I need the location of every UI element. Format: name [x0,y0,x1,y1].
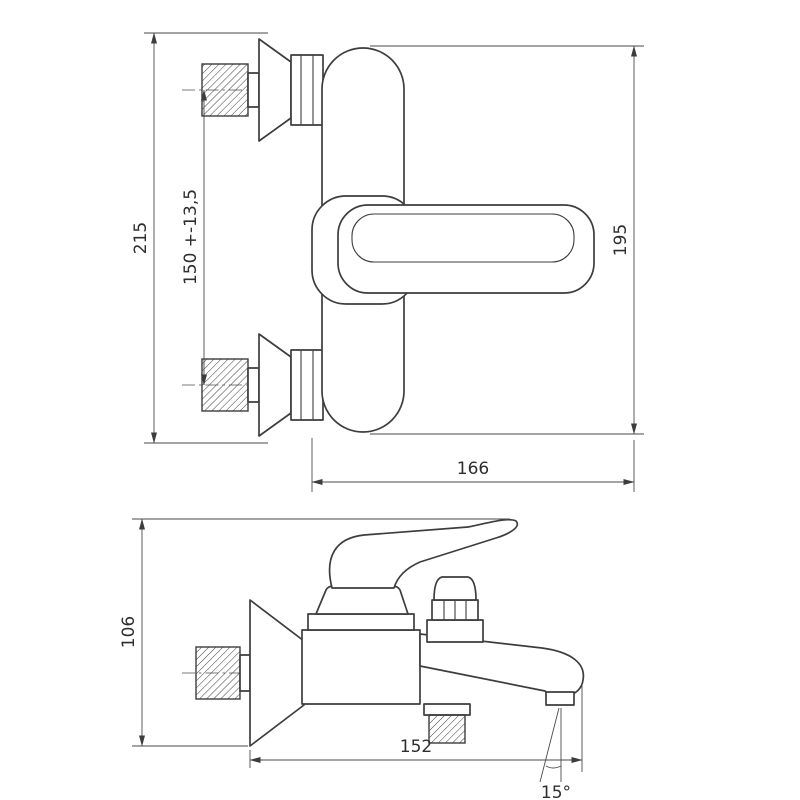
front-view: 215 150 +-13,5 195 166 [131,32,644,492]
side-view: 106 152 15° [119,518,585,800]
front-bottom-thread [201,358,249,412]
side-aerator [545,691,575,706]
side-diverter-knob [426,576,484,643]
side-spout [419,633,585,698]
dim-label-215: 215 [131,222,151,254]
diverter-base [426,619,484,643]
front-bottom-collar [247,367,260,403]
dim-label-15deg: 15° [541,783,571,800]
dim-side-length: 152 [249,686,583,772]
front-handle [337,204,595,294]
side-wall-mount [195,599,305,747]
front-top-escutcheon-cone [258,38,292,142]
side-collar [239,654,251,692]
side-lever-handle [328,518,519,589]
side-body [301,629,421,705]
dim-label-106: 106 [119,616,139,648]
side-thread [195,646,241,700]
dim-front-body-height: 195 [370,45,644,435]
front-bottom-escutcheon-cone [258,333,292,437]
dim-label-166: 166 [457,459,489,479]
side-dome [315,585,409,615]
dim-side-height: 106 [119,518,510,747]
dim-front-overall-width: 166 [311,438,635,492]
side-outlet-thread [428,714,466,744]
dim-front-total-height: 215 [131,32,268,444]
side-cartridge-ring [307,613,415,631]
front-bottom-nut [290,349,324,421]
dim-label-195: 195 [611,224,631,256]
diverter-cap [433,576,477,601]
front-top-thread [201,63,249,117]
dim-front-mount-spacing: 150 +-13,5 [181,89,207,386]
side-bottom-outlet [423,703,471,744]
front-handle-inner-detail [351,213,575,263]
side-escutcheon-cone [249,599,305,747]
dim-label-152: 152 [400,737,432,757]
angle-arc [545,765,562,769]
dim-spout-angle: 15° [539,707,571,800]
front-bottom-wall-mount [201,333,324,437]
dim-label-150: 150 +-13,5 [181,189,201,285]
front-top-wall-mount [201,38,324,142]
front-top-collar [247,72,260,108]
side-outlet-flange [423,703,471,716]
front-top-nut [290,54,324,126]
